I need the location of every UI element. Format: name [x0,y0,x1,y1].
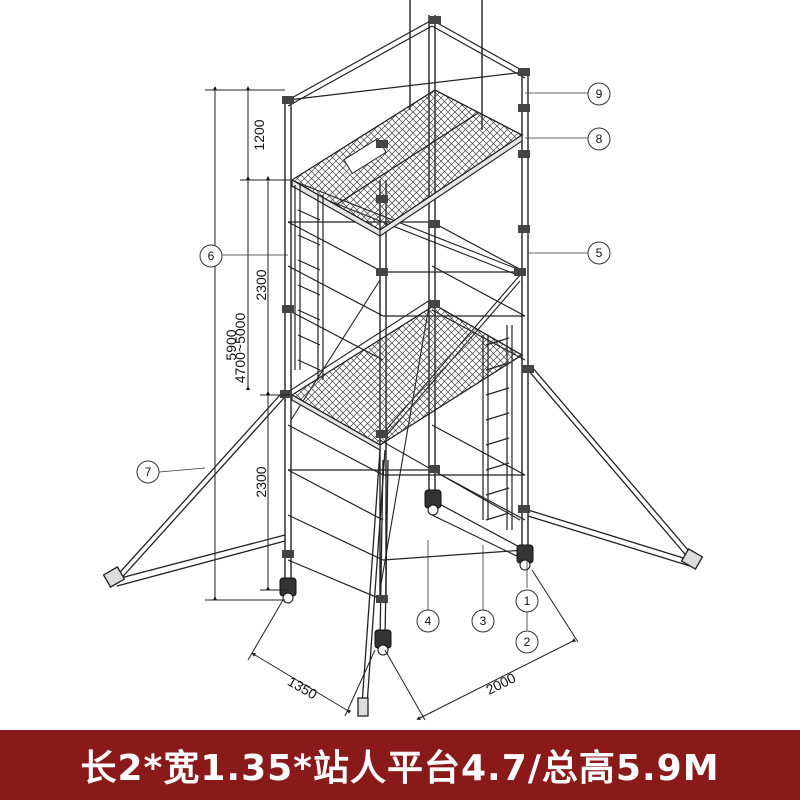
caster-wheels [279,489,534,656]
svg-text:8: 8 [596,132,603,146]
callout-6: 6 [199,244,223,268]
callout-3: 3 [471,609,495,633]
vertical-posts [284,0,529,600]
svg-text:7: 7 [145,465,152,479]
dimension-lines [205,86,579,721]
dim-upper-section: 2300 [253,269,269,300]
callout-9: 9 [587,82,611,106]
ladder-left [294,185,324,380]
dim-width: 1350 [285,673,320,703]
callout-5: 5 [587,241,611,265]
upper-platform [290,89,524,238]
horizontal-rungs [287,19,526,601]
couplers [280,16,534,603]
svg-text:1: 1 [524,594,531,608]
dim-top-section: 1200 [251,119,267,150]
ladder-right [482,325,513,530]
callout-2: 2 [515,630,539,654]
outriggers [102,366,704,717]
svg-text:5: 5 [596,246,603,260]
svg-text:4: 4 [425,614,432,628]
svg-text:6: 6 [208,249,215,263]
dim-total-height: 5900 [223,329,239,360]
dim-platform-range: 4700~5000 [232,313,248,384]
callout-1: 1 [515,589,539,613]
svg-text:3: 3 [480,614,487,628]
caption-text: 长2*宽1.35*站人平台4.7/总高5.9M [80,748,720,789]
callout-4: 4 [416,609,440,633]
svg-text:9: 9 [596,87,603,101]
caption-banner: 长2*宽1.35*站人平台4.7/总高5.9M [0,730,800,800]
middle-platform [290,304,524,451]
scaffold-diagram: 5900 1200 2300 4700~5000 2300 1350 2000 … [102,0,704,721]
callout-7: 7 [136,460,160,484]
callout-8: 8 [587,127,611,151]
callout-leaders [158,92,588,630]
svg-text:2: 2 [524,635,531,649]
dim-length: 2000 [483,669,518,697]
dim-lower-section: 2300 [253,466,269,497]
